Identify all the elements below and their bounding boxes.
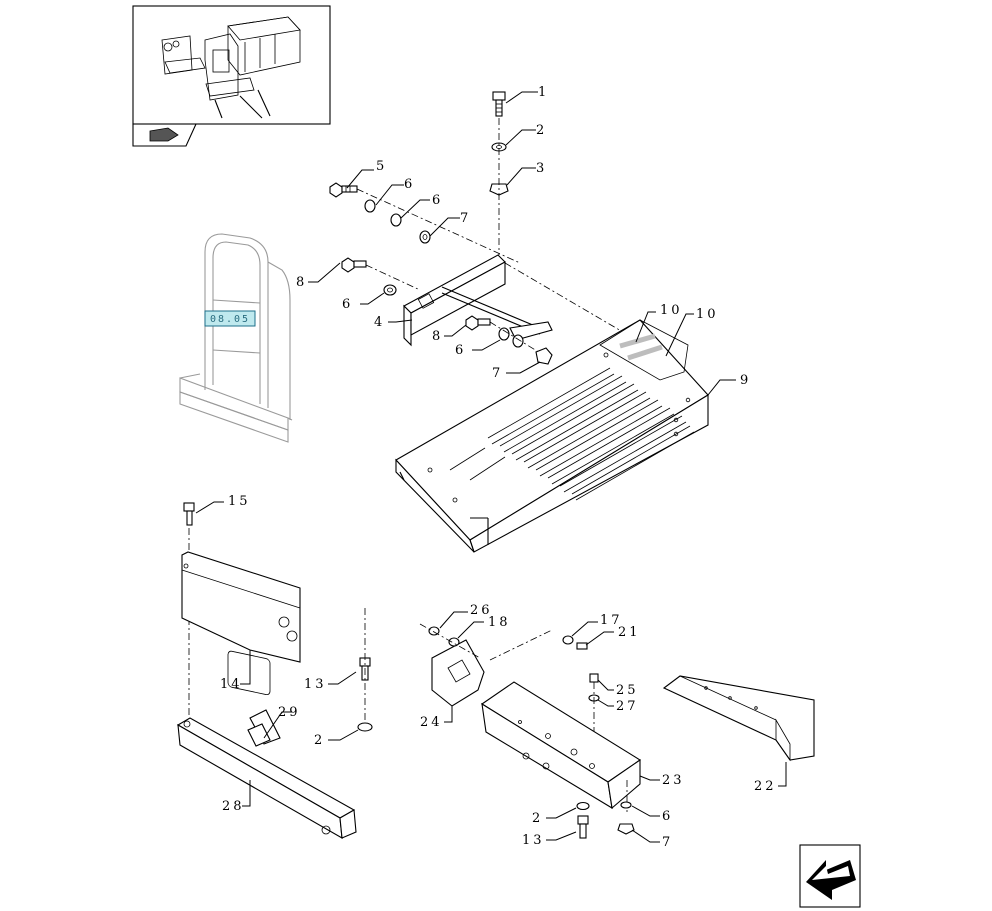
callout-6: 6 <box>432 193 443 208</box>
callout-27: 27 <box>616 699 639 714</box>
upper-hardware <box>329 91 641 365</box>
machine-overview-icon <box>161 16 301 119</box>
callout-8: 8 <box>296 275 307 290</box>
step-slots <box>449 367 695 501</box>
callout-10: 10 <box>660 303 683 318</box>
callout-2: 2 <box>314 733 325 748</box>
callout-13: 13 <box>304 677 327 692</box>
callout-21: 21 <box>618 625 641 640</box>
back-arrow-icon <box>806 860 856 900</box>
callout-22: 22 <box>754 779 777 794</box>
callout-9: 9 <box>740 373 751 388</box>
callout-8: 8 <box>432 329 443 344</box>
reference-tag-text: 08.05 <box>210 314 250 325</box>
callout-15: 15 <box>228 494 251 509</box>
callout-18: 18 <box>488 615 511 630</box>
arrow-left-icon[interactable] <box>149 127 179 142</box>
callout-29: 29 <box>278 705 301 720</box>
back-navigation-button[interactable] <box>799 844 861 908</box>
callout-24: 24 <box>420 715 443 730</box>
callout-6: 6 <box>404 177 415 192</box>
side-bracket <box>181 502 301 745</box>
callout-17: 17 <box>600 613 623 628</box>
callout-23: 23 <box>662 773 685 788</box>
callout-28: 28 <box>222 799 245 814</box>
callout-7: 7 <box>492 366 503 381</box>
callout-26: 26 <box>470 603 493 618</box>
callout-7: 7 <box>662 835 673 850</box>
reference-handrail <box>179 233 293 443</box>
callout-labels: 1 2 3 5 6 6 7 8 6 4 8 6 7 9 10 10 15 14 … <box>220 85 777 850</box>
lower-right-assembly <box>419 623 815 839</box>
callout-1: 1 <box>538 85 549 100</box>
callout-10: 10 <box>696 307 719 322</box>
callout-5: 5 <box>376 159 387 174</box>
leader-lines <box>195 91 787 843</box>
callout-4: 4 <box>374 315 385 330</box>
callout-6: 6 <box>662 809 673 824</box>
callout-14: 14 <box>220 677 243 692</box>
callout-25: 25 <box>616 683 639 698</box>
callout-2: 2 <box>532 811 543 826</box>
reference-tag[interactable]: 08.05 <box>204 310 256 327</box>
callout-6: 6 <box>455 343 466 358</box>
callout-2: 2 <box>536 123 547 138</box>
callout-3: 3 <box>536 161 547 176</box>
callout-13: 13 <box>522 833 545 848</box>
overview-thumbnail[interactable] <box>132 5 331 147</box>
lower-bracket <box>176 608 373 840</box>
callout-7: 7 <box>460 211 471 226</box>
callout-6: 6 <box>342 297 353 312</box>
